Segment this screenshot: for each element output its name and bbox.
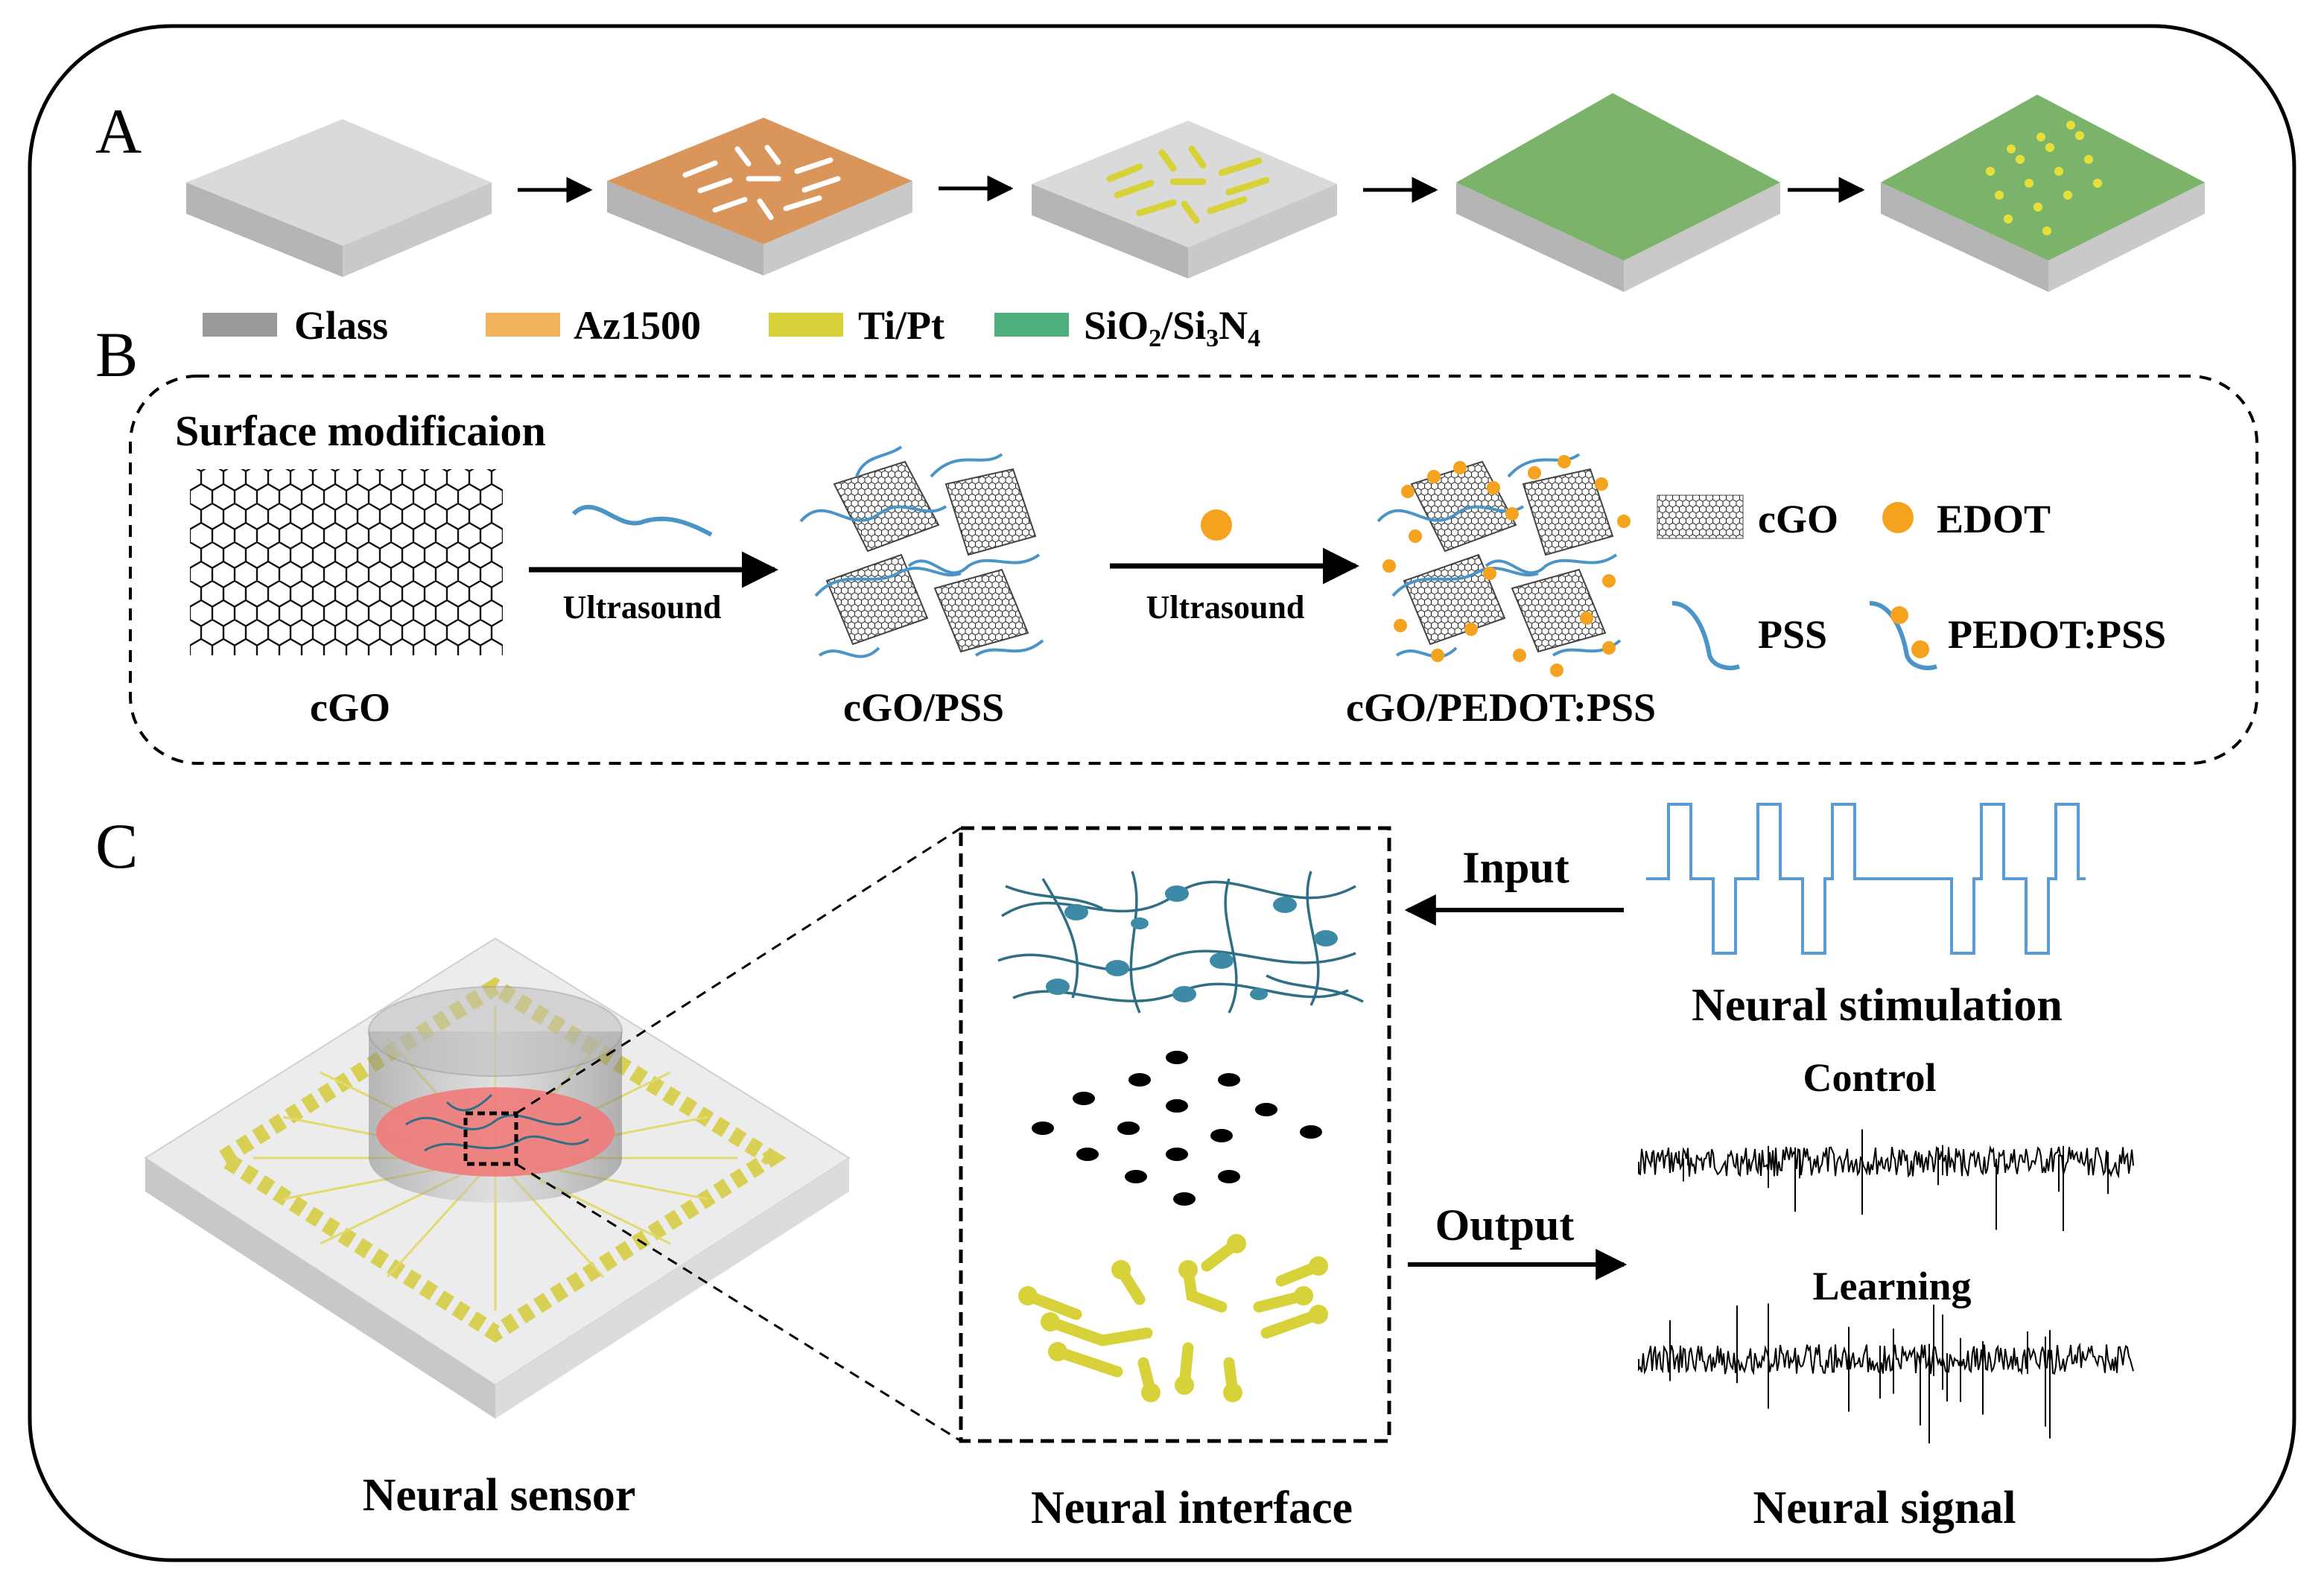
legend-swatch-tipt (769, 313, 843, 337)
surface-modification-box (129, 375, 2258, 765)
learning-signal-trace (1638, 1303, 2134, 1444)
legend-pedot-dot-1 (1890, 606, 1908, 624)
electrode-array-dots (1032, 1051, 1322, 1206)
exposed-electrodes (1881, 95, 2205, 292)
glass-substrate (186, 119, 492, 277)
output-label: Output (1435, 1200, 1575, 1250)
legend-label-glass: Glass (294, 303, 388, 348)
cgo-pedot-pss-composite (1377, 453, 1631, 677)
panel-label-c: C (95, 810, 138, 882)
legend-swatch-sio2 (994, 313, 1069, 337)
photoresist-layer (607, 118, 912, 276)
ultrasound-label-2: Ultrasound (1146, 589, 1305, 626)
legend-pss-chain (1671, 601, 1740, 670)
legend-label-sio2-si3n4: SiO2/Si3N4 (1084, 303, 1260, 352)
zoom-line-top (515, 827, 962, 1115)
zoom-line-bottom (515, 1162, 962, 1442)
surface-modification-title: Surface modificaion (175, 407, 546, 455)
legend-edot-dot (1882, 502, 1914, 533)
culture-dish (376, 1087, 615, 1177)
control-label: Control (1803, 1055, 1936, 1100)
learning-label: Learning (1812, 1264, 1971, 1308)
cgo-pedot-pss-label: cGO/PEDOT:PSS (1346, 685, 1656, 730)
legend-cgo-swatch (1657, 494, 1744, 539)
neuron-cell-bodies (1046, 885, 1338, 1002)
pss-chain-reagent (571, 505, 713, 537)
edot-reagent (1201, 509, 1232, 541)
legend-pss-label: PSS (1758, 612, 1827, 657)
metal-electrodes-layer (1032, 121, 1337, 279)
fabrication-steps (186, 93, 2205, 292)
legend-label-az1500: Az1500 (574, 303, 701, 348)
passivation-layer (1456, 93, 1780, 292)
stimulation-waveform (1646, 803, 2086, 955)
neural-interface-box (959, 826, 1391, 1443)
legend-swatch-glass (203, 313, 277, 337)
legend-label-tipt: Ti/Pt (858, 303, 944, 348)
outer-frame (28, 24, 2296, 1562)
panel-label-a: A (95, 95, 142, 167)
cgo-sheet (190, 469, 503, 655)
zoom-region-marker (463, 1111, 518, 1166)
cgo-label: cGO (310, 685, 390, 730)
legend-swatch-az1500 (486, 313, 560, 337)
neural-stimulation-label: Neural stimulation (1692, 980, 2063, 1031)
neural-sensor-label: Neural sensor (363, 1470, 636, 1521)
panel-label-b: B (95, 319, 138, 390)
neural-interface-label: Neural interface (1031, 1483, 1353, 1533)
neural-sensor-chip (144, 937, 851, 1419)
neural-signal-label: Neural signal (1753, 1483, 2016, 1533)
legend-pedot-label: PEDOT:PSS (1948, 612, 2166, 657)
legend-pedot-chain (1869, 601, 1937, 670)
cgo-pss-label: cGO/PSS (843, 685, 1004, 730)
composite-legend: cGO EDOT PSS PEDOT:PSS (1657, 494, 2166, 670)
cgo-pss-composite (799, 445, 1044, 658)
legend-edot-label: EDOT (1937, 497, 2051, 541)
input-label: Input (1462, 843, 1569, 892)
control-signal-trace (1638, 1129, 2134, 1232)
legend-cgo-label: cGO (1758, 497, 1838, 541)
electrode-traces (1022, 1238, 1324, 1399)
legend-pedot-dot-2 (1911, 640, 1929, 658)
electrode-pads (1018, 1234, 1328, 1402)
ultrasound-label-1: Ultrasound (563, 589, 722, 626)
material-legend: Glass Az1500 Ti/Pt SiO2/Si3N4 (203, 303, 1260, 352)
